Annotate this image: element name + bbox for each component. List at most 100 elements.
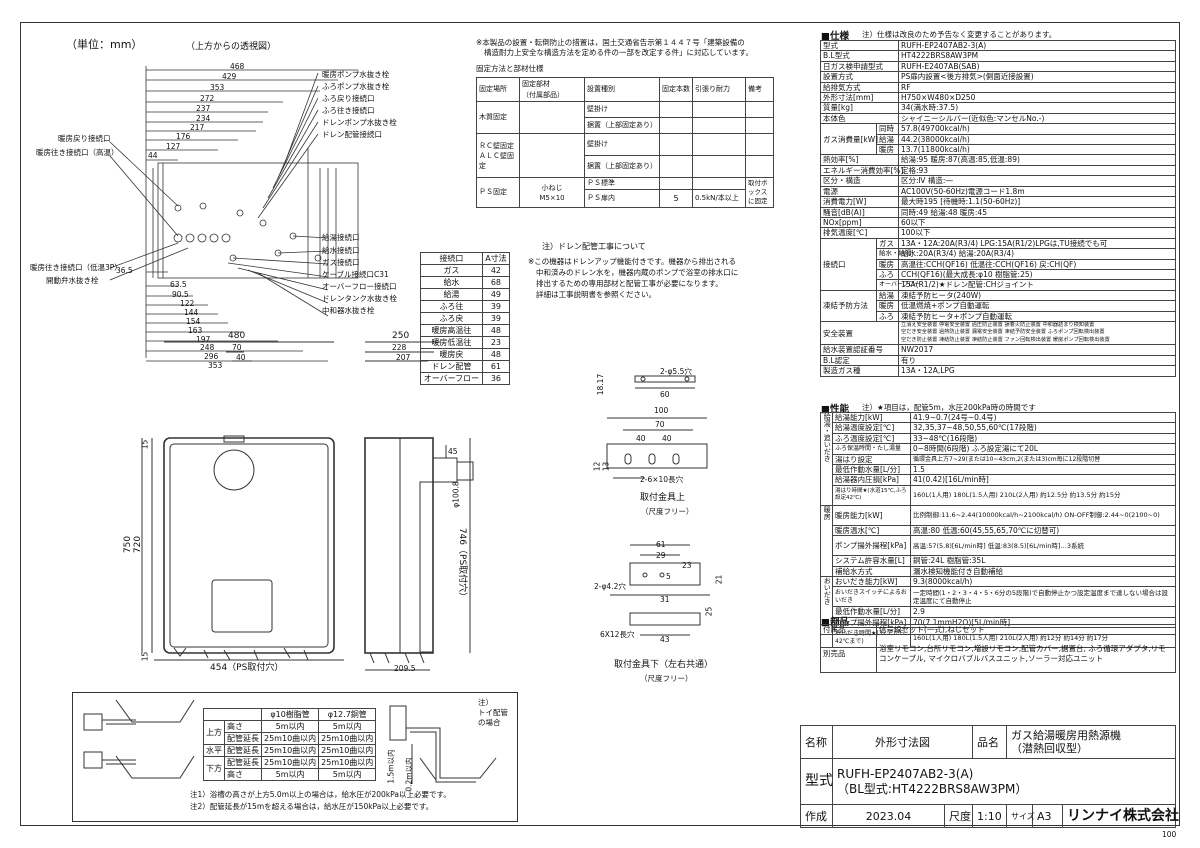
perf-heat-label: 暖房 xyxy=(820,504,833,578)
perf-label: 補給水方式 xyxy=(832,565,911,578)
perf-value: 漏水検知機能付き自動補給 xyxy=(910,565,1176,578)
a-row-value: 39 xyxy=(481,312,511,325)
spec-value: 13A・12A,LPG xyxy=(898,365,1176,377)
spec-value: 13.7(11800kcal/h) xyxy=(898,144,1176,156)
pipe-row-label: 高さ xyxy=(224,720,262,733)
bracket-top-drawing xyxy=(606,375,708,479)
drain-note-line2: 中和済みのドレン水を，機器内蔵のポンプで浴室の排水口に xyxy=(536,268,739,277)
parts-value: 浴室リモコン,台所リモコン,増設リモコン,配管カバー,据置台, ふろ循環アダプタ… xyxy=(876,634,1176,674)
spec-value: 区分:Ⅳ 構造:― xyxy=(898,175,1176,187)
perf-label: 湯はり設定 xyxy=(832,453,911,466)
dim-154: 154 xyxy=(186,317,201,326)
perf-label: 給湯器内圧損[kPa] xyxy=(832,474,911,486)
spec-sub: 給水・給湯 xyxy=(876,248,912,260)
front-dim-40: 40 xyxy=(236,353,246,362)
label-overflow: オーバーフロー接続口 xyxy=(322,282,397,291)
side-dim-207: 207 xyxy=(396,353,411,362)
spec-freeze-label: 凍結予防方法 xyxy=(820,289,877,322)
dim-237: 237 xyxy=(196,104,211,113)
spec-value: RF xyxy=(898,81,1176,94)
spec-sub: 暖房 xyxy=(876,144,899,156)
bracket-bot-43: 43 xyxy=(660,635,670,644)
spec-value: 44.2(38000kcal/h) xyxy=(898,133,1176,146)
bracket-bot-31: 31 xyxy=(660,595,670,604)
drain-note-line4: 詳細は工事説明書を参照ください。 xyxy=(536,290,656,299)
spec-note: 注）仕様は改良のため予告なく変更することがあります。 xyxy=(862,30,1057,39)
pipe-row-value: 25m10曲以内 xyxy=(260,744,320,757)
pipe-row-value: 25m10曲以内 xyxy=(318,756,377,769)
perf-label: 給湯温度設定[℃] xyxy=(832,422,911,434)
fix-floor-mount-2: 据置（上部固定あり） xyxy=(584,155,660,178)
spec-label: B.L認定 xyxy=(820,354,899,367)
pipe-row-value: 5m以内 xyxy=(260,768,320,781)
spec-label: 給排気方式 xyxy=(820,81,899,94)
perf-value: 循環金具上方7~29(または10~43cm,2(または3)cm毎に12段階切替 xyxy=(910,453,1176,466)
perf-note: 注）★項目は，配管5m，水圧200kPa時の時間です xyxy=(862,403,1036,412)
a-row-value: 39 xyxy=(481,300,511,313)
dim-90-5: 90.5 xyxy=(172,290,189,299)
bracket-top-40a: 40 xyxy=(636,434,646,443)
a-header-dim: A寸法 xyxy=(481,252,511,265)
pipe-row-value: 25m10曲以内 xyxy=(318,732,377,745)
perf-label: 給湯能力[kW] xyxy=(832,411,911,424)
spec-label: 給水装置認証番号 xyxy=(820,344,899,356)
label-heat-return: 暖房戻り接続口 xyxy=(58,134,111,143)
spec-value: 凍結予防ヒータ+ポンプ自動運転 xyxy=(898,310,1176,322)
perf-label: システム許容水量[L] xyxy=(832,555,911,567)
a-row-label: ふろ往 xyxy=(420,300,483,313)
spec-value: 給水:20A(R3/4) 給湯:20A(R3/4) xyxy=(898,248,1176,260)
spec-value: 13A・12A:20A(R3/4) LPG:15A(R1/2)LPGは,TU接続… xyxy=(898,237,1176,250)
fix-header-strength: 引張り耐力 xyxy=(692,77,746,102)
page-number: 100 xyxy=(1162,830,1177,839)
dim-44: 44 xyxy=(148,151,158,160)
parts-label: 別売品 xyxy=(820,634,877,674)
spec-value: 57.8(49700kcal/h) xyxy=(898,123,1176,135)
fix-header-type: 設置種別 xyxy=(584,77,660,102)
spec-value: PS扉内設置<後方排気>(側面近接設置) xyxy=(898,71,1176,83)
tb-size-label: サイズ xyxy=(1006,804,1035,828)
label-bath-return: ふろ戻り接続口 xyxy=(322,94,375,103)
label-drain-tank: ドレンタンク水抜き栓 xyxy=(322,294,397,303)
dim-296: 296 xyxy=(204,352,219,361)
tb-made-value: 2023.04 xyxy=(832,804,945,828)
spec-sub: 給湯 xyxy=(876,289,899,302)
front-dim-720: 720 xyxy=(133,535,144,554)
safety-line: 空だき防止装置 凍結防止装置 凍結防止装置 ファン回転検出装置 暖房ポンプ回転検… xyxy=(901,336,1110,343)
tb-scale-value: 1:10 xyxy=(972,804,1007,828)
front-dim-70: 70 xyxy=(232,343,242,352)
pipe-section-frame xyxy=(72,692,518,822)
dim-144: 144 xyxy=(184,308,199,317)
a-row-label: ガス xyxy=(420,264,483,277)
spec-connect-label: 接続口 xyxy=(820,237,877,291)
bracket-bot-23: 23 xyxy=(682,561,692,570)
a-row-label: 給湯 xyxy=(420,288,483,301)
perf-value: 9.3(8000kcal/h) xyxy=(910,576,1176,588)
perf-label: ふろ温度設定[℃] xyxy=(832,432,911,445)
perf-value: 銅管:24L 樹脂管:35L xyxy=(910,555,1176,567)
a-row-value: 68 xyxy=(481,276,511,289)
install-note-line2: 構造耐力上安全な構造方法を定める件の一部を改定する件」に対応しています。 xyxy=(484,48,754,57)
pipe-row-label: 高さ xyxy=(224,768,262,781)
spec-label: エネルギー消費効率[%] xyxy=(820,164,903,177)
dim-176: 176 xyxy=(176,132,191,141)
fix-method-table: 固定場所 固定部材 （付属部品） 設置種別 固定本数 引張り耐力 備考 木質固定… xyxy=(476,77,774,208)
side-view-drawing xyxy=(364,341,474,671)
a-row-label: オーバーフロー xyxy=(420,372,483,385)
pipe-note2: 注2）配管延長が15mを超える場合は，給水圧が150kPa以上必要です。 xyxy=(190,802,434,811)
spec-sub: 暖房 xyxy=(876,258,899,270)
spec-label: NOx[ppm] xyxy=(820,216,899,229)
bracket-bot-holes: 2-φ4.2穴 xyxy=(594,582,626,591)
bracket-top-1817: 18.17 xyxy=(596,373,606,396)
dim-248: 248 xyxy=(200,343,215,352)
dim-127: 127 xyxy=(166,142,181,151)
perf-label: 暖房能力[kW] xyxy=(832,504,911,526)
spec-value: RUFH-E2407AB(SAB) xyxy=(898,60,1176,73)
spec-label: 製造ガス種 xyxy=(820,365,899,377)
bracket-bottom-caption2: （尺度フリー） xyxy=(640,674,693,683)
bracket-top-40b: 40 xyxy=(662,434,672,443)
bracket-top-holes: 2-φ5.5穴 xyxy=(660,367,692,376)
fix-rc: ＲＣ壁固定 ＡＬＣ壁固定 xyxy=(476,133,520,178)
label-heat-pump-drain: 暖房ポンプ水抜き栓 xyxy=(322,70,390,79)
label-bath-pump-drain: ふろポンプ水抜き栓 xyxy=(322,82,390,91)
